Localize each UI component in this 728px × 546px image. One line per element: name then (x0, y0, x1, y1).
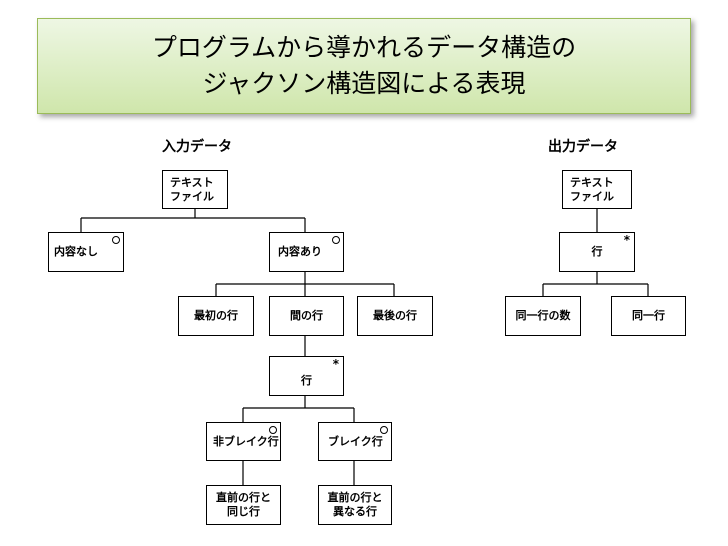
selection-circle-icon (380, 426, 388, 434)
output-line-node: 行 * (559, 232, 635, 272)
title-box: プログラムから導かれるデータ構造の ジャクソン構造図による表現 (37, 18, 691, 114)
same-as-prev-line2: 同じ行 (227, 505, 260, 518)
non-break-line-node: 非ブレイク行 (206, 422, 281, 461)
has-content-node: 内容あり (269, 232, 344, 272)
iteration-star-icon: * (623, 233, 630, 247)
output-text-file-line2: ファイル (570, 189, 614, 203)
input-text-file-line1: テキスト (170, 175, 214, 189)
first-line-label: 最初の行 (194, 309, 238, 322)
first-line-node: 最初の行 (178, 296, 254, 336)
non-break-line-label: 非ブレイク行 (213, 434, 279, 448)
input-data-label: 入力データ (162, 139, 232, 155)
same-line-count-node: 同一行の数 (505, 296, 581, 336)
same-line-count-label: 同一行の数 (515, 309, 571, 322)
title-line-1: プログラムから導かれるデータ構造の (151, 33, 577, 62)
last-line-label: 最後の行 (373, 309, 417, 322)
diff-from-prev-node: 直前の行と 異なる行 (318, 485, 392, 525)
iteration-star-icon: * (332, 357, 339, 371)
same-as-prev-node: 直前の行と 同じ行 (206, 485, 281, 525)
selection-circle-icon (332, 236, 340, 244)
output-data-label: 出力データ (548, 139, 618, 155)
output-text-file-node: テキスト ファイル (562, 170, 632, 209)
title-line-2: ジャクソン構造図による表現 (202, 69, 526, 98)
middle-lines-label: 間の行 (290, 309, 323, 322)
input-line-label: 行 (301, 374, 312, 387)
diff-from-prev-line2: 異なる行 (333, 505, 377, 518)
output-text-file-line1: テキスト (570, 175, 614, 189)
middle-lines-node: 間の行 (269, 296, 344, 336)
same-as-prev-line1: 直前の行と (216, 491, 271, 504)
last-line-node: 最後の行 (357, 296, 433, 336)
no-content-label: 内容なし (54, 245, 98, 258)
diff-from-prev-line1: 直前の行と (327, 491, 383, 504)
has-content-label: 内容あり (278, 245, 322, 258)
same-line-label: 同一行 (632, 309, 665, 322)
selection-circle-icon (269, 426, 277, 434)
break-line-label: ブレイク行 (328, 434, 383, 448)
no-content-node: 内容なし (48, 232, 124, 272)
break-line-node: ブレイク行 (318, 422, 392, 461)
input-line-node: 行 * (269, 356, 344, 396)
selection-circle-icon (112, 236, 120, 244)
output-line-label: 行 (591, 245, 603, 258)
input-text-file-line2: ファイル (170, 189, 214, 203)
same-line-node: 同一行 (611, 296, 686, 336)
input-text-file-node: テキスト ファイル (162, 170, 228, 209)
